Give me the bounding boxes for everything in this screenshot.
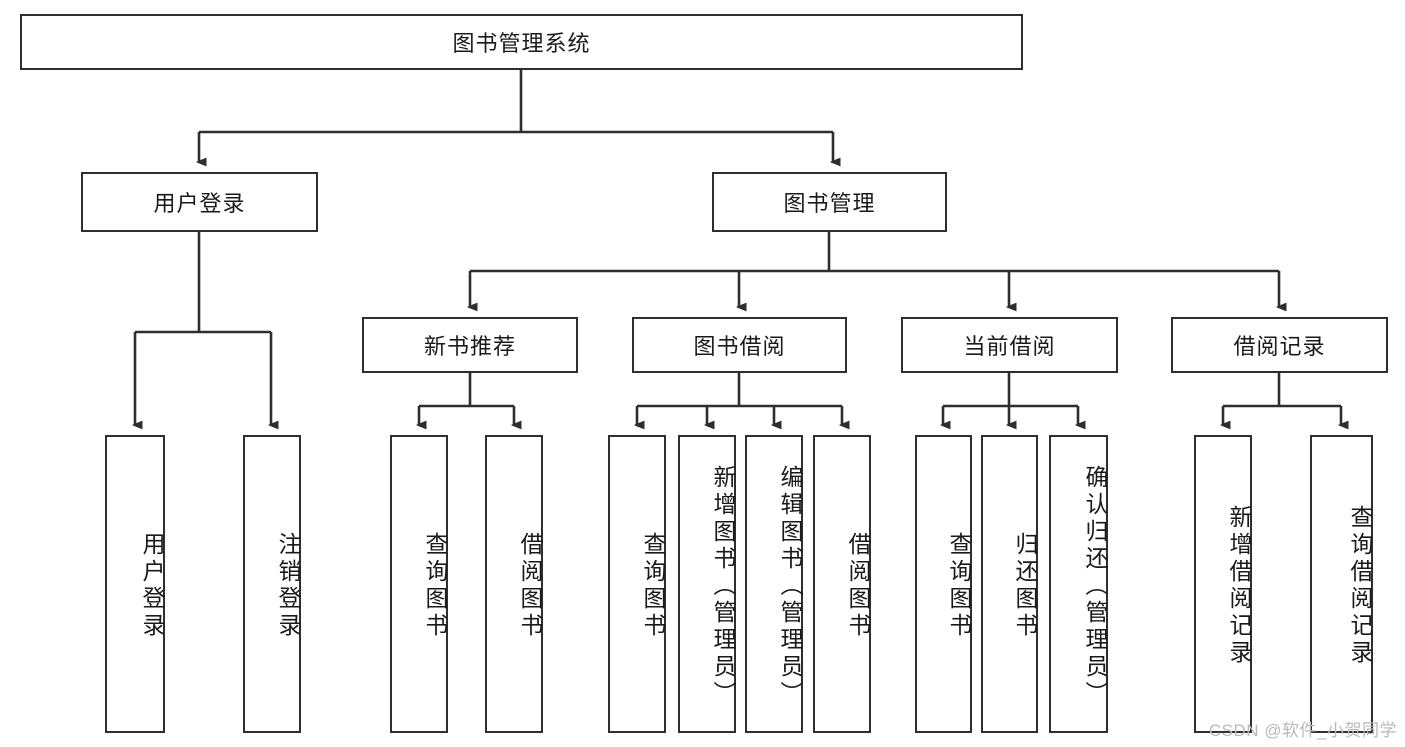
leaf-add-book-admin[interactable]: 新增图书（管理员） <box>678 435 736 733</box>
node-borrowing-records[interactable]: 借阅记录 <box>1171 317 1388 373</box>
leaf-query-borrow-record[interactable]: 查询借阅记录 <box>1310 435 1373 733</box>
leaf-borrow-books-borrowing[interactable]: 借阅图书 <box>813 435 871 733</box>
node-label: 新书推荐 <box>423 334 516 359</box>
leaf-query-books-current[interactable]: 查询图书 <box>915 435 972 733</box>
leaf-borrow-books-newbooks[interactable]: 借阅图书 <box>485 435 543 733</box>
leaf-add-borrow-record[interactable]: 新增借阅记录 <box>1194 435 1252 733</box>
leaf-user-login[interactable]: 用户登录 <box>105 435 165 733</box>
node-label: 新增借阅记录 <box>1226 505 1252 667</box>
node-label: 查询借阅记录 <box>1347 505 1373 667</box>
node-current-borrowing[interactable]: 当前借阅 <box>901 317 1118 373</box>
node-label: 用户登录 <box>153 191 246 216</box>
node-label: 注销登录 <box>275 532 301 640</box>
node-user-login[interactable]: 用户登录 <box>81 172 318 232</box>
node-label: 用户登录 <box>139 532 165 640</box>
node-label: 图书管理系统 <box>452 31 591 56</box>
node-root-book-management-system[interactable]: 图书管理系统 <box>20 14 1023 70</box>
node-label: 借阅图书 <box>517 532 543 640</box>
leaf-return-books[interactable]: 归还图书 <box>981 435 1038 733</box>
leaf-query-books-borrowing[interactable]: 查询图书 <box>608 435 666 733</box>
leaf-query-books-newbooks[interactable]: 查询图书 <box>390 435 448 733</box>
node-label: 借阅图书 <box>845 532 871 640</box>
node-label: 新增图书（管理员） <box>710 464 736 708</box>
node-book-borrowing[interactable]: 图书借阅 <box>632 317 847 373</box>
leaf-edit-book-admin[interactable]: 编辑图书（管理员） <box>745 435 803 733</box>
leaf-confirm-return-admin[interactable]: 确认归还（管理员） <box>1049 435 1108 733</box>
node-label: 查询图书 <box>422 532 448 640</box>
node-label: 当前借阅 <box>963 334 1056 359</box>
leaf-logout[interactable]: 注销登录 <box>243 435 301 733</box>
node-label: 图书借阅 <box>693 334 786 359</box>
node-label: 编辑图书（管理员） <box>777 464 803 708</box>
node-label: 借阅记录 <box>1233 334 1326 359</box>
node-label: 查询图书 <box>640 532 666 640</box>
node-label: 确认归还（管理员） <box>1082 464 1108 708</box>
csdn-watermark: CSDN @软件_小贺同学 <box>1208 721 1397 740</box>
node-label: 查询图书 <box>946 532 972 640</box>
node-label: 图书管理 <box>783 191 876 216</box>
node-book-management[interactable]: 图书管理 <box>712 172 947 232</box>
node-label: 归还图书 <box>1012 532 1038 640</box>
node-new-book-recommendation[interactable]: 新书推荐 <box>362 317 578 373</box>
